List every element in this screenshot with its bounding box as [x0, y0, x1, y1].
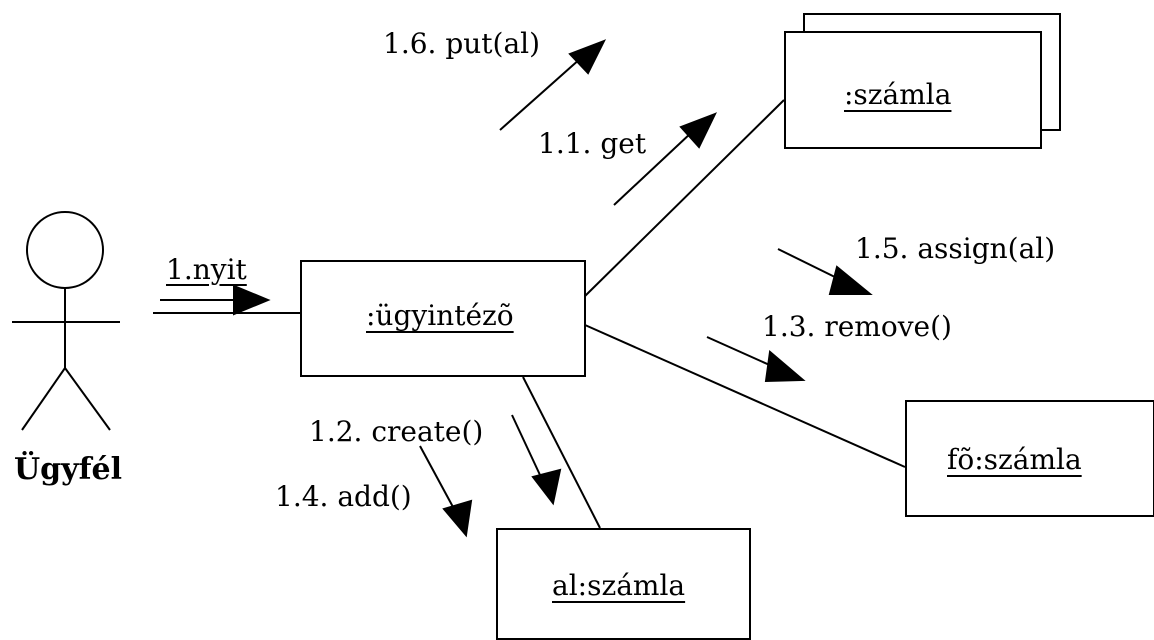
link-ugyintezo-szamla: [582, 99, 785, 299]
link-ugyintezo-fo-szamla: [584, 324, 906, 468]
message-arrow-put: [499, 39, 607, 131]
message-arrow-remove: [706, 336, 806, 383]
object-ugyintezo: :ügyintézõ: [300, 260, 586, 377]
message-label-put: 1.6. put(al): [383, 27, 541, 60]
object-szamla: :számla: [784, 31, 1042, 149]
message-label-get: 1.1. get: [538, 127, 647, 160]
object-fo-szamla-name: fõ:számla: [947, 443, 1082, 476]
message-label-remove: 1.3. remove(): [762, 310, 952, 343]
message-label-create: 1.2. create(): [309, 415, 484, 448]
message-arrow-add: [419, 445, 473, 538]
message-arrow-get: [613, 112, 718, 206]
message-label-assign: 1.5. assign(al): [855, 232, 1056, 265]
message-arrow-nyit: [160, 284, 271, 316]
actor-figure: [12, 211, 120, 431]
actor-name: Ügyfél: [14, 452, 122, 487]
object-fo-szamla: fõ:számla: [905, 400, 1154, 517]
message-label-add: 1.4. add(): [275, 480, 412, 513]
object-ugyintezo-name: :ügyintézõ: [366, 299, 514, 332]
message-label-nyit: 1.nyit: [166, 253, 247, 286]
message-arrow-create: [511, 414, 562, 506]
object-al-szamla: al:számla: [496, 528, 751, 640]
message-arrow-assign: [777, 248, 873, 295]
object-szamla-name: :számla: [844, 78, 952, 111]
object-al-szamla-name: al:számla: [552, 569, 686, 602]
link-ugyintezo-al-szamla: [522, 376, 601, 529]
